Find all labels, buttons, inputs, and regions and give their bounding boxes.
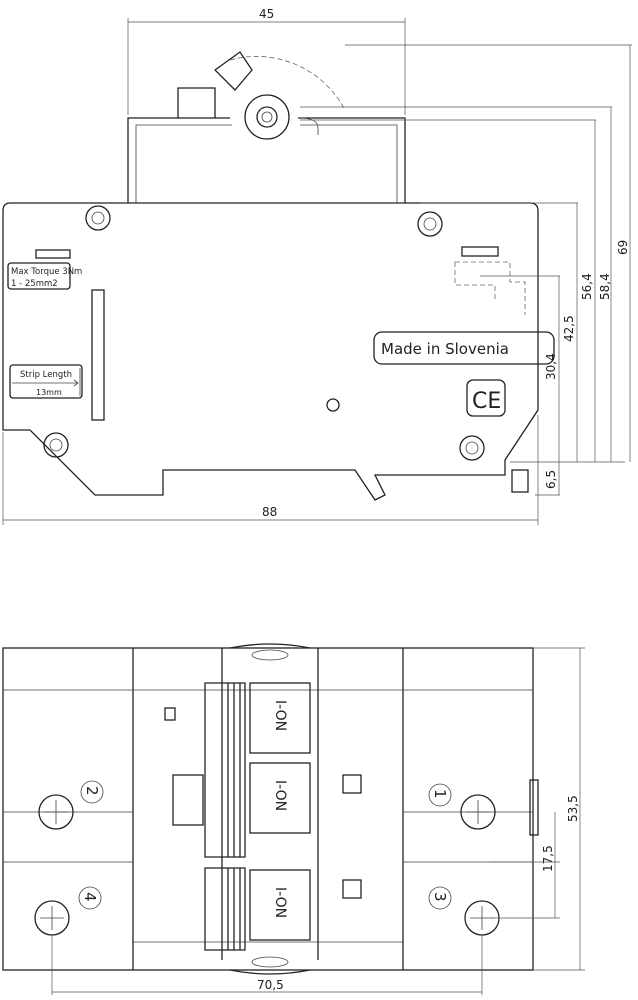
wire-range-text: 1 - 25mm2 xyxy=(11,279,58,289)
dim-30-4: 30,4 xyxy=(544,353,558,380)
strip-length-value: 13mm xyxy=(36,388,62,397)
terminal-1: 1 xyxy=(431,789,449,799)
handle-lever xyxy=(213,51,253,91)
strip-length-text: Strip Length xyxy=(20,370,72,380)
slot xyxy=(91,289,105,421)
screw-hole xyxy=(85,205,111,231)
dim-6-5: 6,5 xyxy=(544,470,558,489)
terminal-screws xyxy=(34,794,500,936)
terminal-4: 4 xyxy=(81,892,99,902)
housing-top xyxy=(127,117,406,203)
max-torque-text: Max Torque 3Nm xyxy=(11,267,82,277)
made-in-text: Made in Slovenia xyxy=(381,340,509,358)
strip-length-box xyxy=(9,364,83,399)
front-view: I-ON I-ON I-ON 2 1 4 3 53,5 17,5 70,5 xyxy=(2,643,585,995)
screw-hole xyxy=(43,432,69,458)
dim-45: 45 xyxy=(259,7,274,21)
dim-17-5: 17,5 xyxy=(541,845,555,872)
switch-label-1: I-ON xyxy=(272,700,288,731)
dim-70-5: 70,5 xyxy=(257,978,284,992)
ce-mark-box xyxy=(466,379,506,417)
torque-label-box xyxy=(7,262,71,290)
switch-label-2: I-ON xyxy=(272,780,288,811)
dim-58-4: 58,4 xyxy=(598,273,612,300)
dim-53-5: 53,5 xyxy=(566,795,580,822)
front-outline xyxy=(2,647,534,971)
dim-42-5: 42,5 xyxy=(562,315,576,342)
terminal-2: 2 xyxy=(83,786,101,796)
screw-hole xyxy=(459,435,485,461)
dim-69: 69 xyxy=(616,240,630,255)
side-view: Max Torque 3Nm 1 - 25mm2 Strip Length 13… xyxy=(2,7,632,525)
dim-88: 88 xyxy=(262,505,277,519)
pivot xyxy=(244,94,290,140)
handle-swing-arc xyxy=(229,56,346,111)
origin-label-box xyxy=(373,331,555,365)
switch-handles: I-ON I-ON I-ON xyxy=(204,682,311,951)
ce-mark: CE xyxy=(472,389,501,414)
terminal-3: 3 xyxy=(431,892,449,902)
dim-56-4: 56,4 xyxy=(580,273,594,300)
switch-label-3: I-ON xyxy=(272,887,288,918)
test-button xyxy=(172,774,204,826)
screw-hole xyxy=(417,211,443,237)
indicator-hole xyxy=(326,398,340,412)
main-body xyxy=(2,202,539,501)
